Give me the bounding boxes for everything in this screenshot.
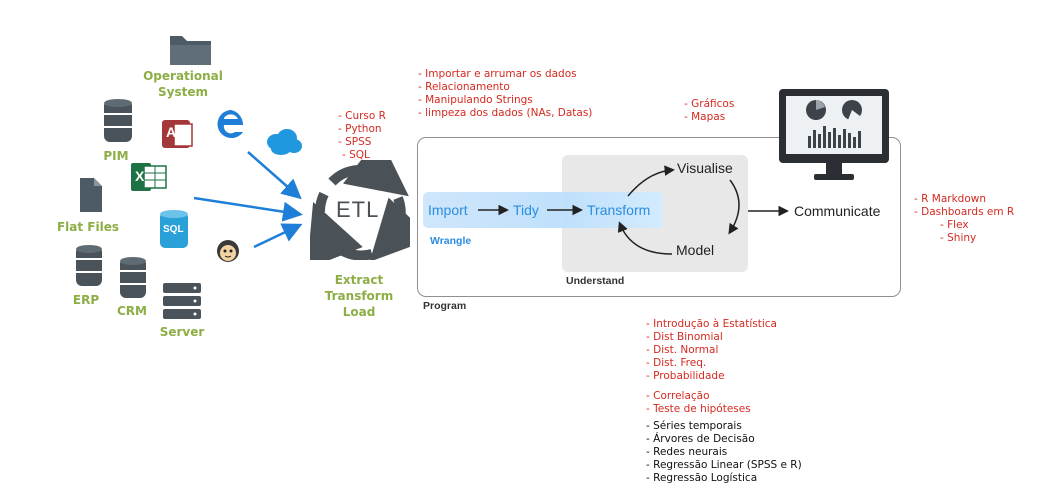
access-icon [162,120,193,148]
visual-notes: - Gráficos - Mapas [684,98,734,124]
flow-arrows [478,165,789,255]
visual-note: - Gráficos [684,98,735,110]
etl-note: - SPSS [338,136,372,148]
file-icon [80,178,102,212]
label-operational-system: Operational System [143,69,223,99]
mailchimp-icon [217,240,239,262]
visual-note: - Mapas [684,111,726,123]
etl-note: - Python [338,123,382,135]
step-model: Model [676,242,715,258]
etl-note: - Curso R [338,110,386,122]
stats-note: - Introdução à Estatística [646,318,777,330]
step-visualise: Visualise [677,160,733,176]
stats-notes: - Introdução à Estatística - Dist Binomi… [646,318,777,383]
communicate-note: - Dashboards em R [914,206,1015,218]
ml-notes: - Séries temporais - Árvores de Decisão … [646,420,802,485]
stats-note: - Probabilidade [646,370,725,382]
stats-note: - Dist. Freq. [646,357,707,369]
label-erp: ERP [72,293,100,307]
communicate-note: - Shiny [940,232,977,244]
ml-note: - Redes neurais [646,446,728,458]
label-program: Program [423,300,467,312]
step-import: Import [428,202,468,218]
database-erp-icon [76,245,102,286]
wrangle-note: - Importar e arrumar os dados [418,68,577,80]
source-icons [76,36,303,319]
label-server: Server [159,325,205,339]
step-transform: Transform [587,202,651,218]
arrow-files-to-etl [193,196,303,222]
etl-center-label: ETL [336,197,380,222]
correlation-note: - Teste de hipóteses [646,403,751,415]
monitor-dashboard-icon [779,89,889,180]
arrow-transform-visualise [627,165,675,197]
ml-note: - Séries temporais [646,420,742,432]
arrow-visualise-model [728,179,740,235]
arrow-edge-to-etl [247,151,302,200]
etl-cycle-icon [310,160,410,260]
label-understand: Understand [566,275,625,287]
label-wrangle: Wrangle [430,235,472,247]
label-flat-files: Flat Files [56,220,120,234]
label-crm: CRM [117,304,147,318]
database-pim-icon [104,99,132,142]
excel-letter: X [135,168,145,184]
salesforce-icon [267,129,302,155]
folder-icon [170,36,211,65]
database-crm-icon [120,257,146,298]
access-letter: A [166,124,177,140]
etl-notes: - Curso R - Python - SPSS - SQL [338,110,386,162]
correlation-note: - Correlação [646,390,710,402]
arrow-model-transform [617,221,673,255]
ml-note: - Regressão Logística [646,472,758,484]
wrangle-note: - Manipulando Strings [418,94,533,106]
server-icon [163,283,201,319]
communicate-notes: - R Markdown - Dashboards em R - Flex - … [914,193,1014,245]
program-box [417,137,901,297]
etl-caption: Extract Transform Load [324,273,394,319]
communicate-note: - R Markdown [914,193,986,205]
correlation-notes: - Correlação - Teste de hipóteses [646,390,751,416]
sql-icon-label: SQL [163,224,184,235]
arrow-mailchimp-to-etl [253,223,303,249]
step-communicate: Communicate [794,203,881,219]
etl-note: - SQL [342,149,370,161]
ml-note: - Regressão Linear (SPSS e R) [646,459,802,471]
wrangle-note: - Relacionamento [418,81,510,93]
stats-note: - Dist. Normal [646,344,719,356]
wrangle-note: - limpeza dos dados (NAs, Datas) [418,107,593,119]
wrangle-notes: - Importar e arrumar os dados - Relacion… [418,68,592,120]
ml-note: - Árvores de Decisão [646,433,755,445]
step-tidy: Tidy [513,202,539,218]
excel-icon [131,163,167,191]
stats-note: - Dist Binomial [646,331,723,343]
communicate-note: - Flex [940,219,969,231]
edge-icon [217,110,244,138]
sql-database-icon [160,210,188,248]
label-pim: PIM [103,149,129,163]
